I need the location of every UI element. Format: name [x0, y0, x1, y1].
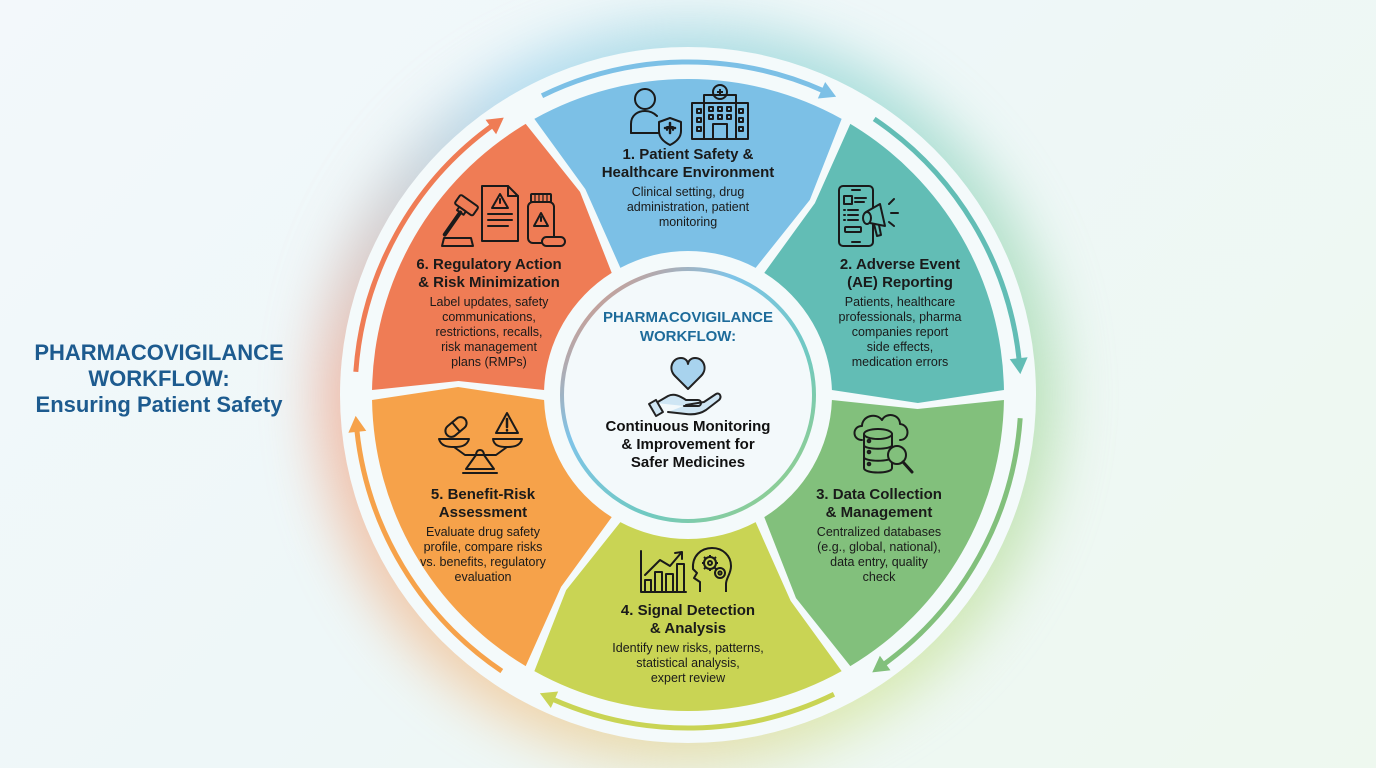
segment-step-2: [764, 123, 1004, 403]
step-title: 2. Adverse Event: [839, 256, 961, 273]
center-label: PHARMACOVIGILANCE WORKFLOW: Continuous M…: [578, 308, 798, 472]
desc-line: administration, patient: [626, 200, 750, 214]
step-title: 6. Regulatory Action: [416, 256, 562, 273]
page-title-line1: PHARMACOVIGILANCE: [34, 340, 284, 365]
desc-line: Evaluate drug safety: [426, 525, 540, 539]
cloud-database-search-icon: [853, 414, 914, 474]
step-description: Patients, healthcare professionals, phar…: [818, 295, 982, 370]
step-description: Label updates, safety communications, re…: [402, 295, 576, 370]
step-5-benefit-risk: 5. Benefit-Risk Assessment Evaluate drug…: [400, 486, 566, 585]
desc-line: communications,: [442, 310, 536, 324]
step-3-data-collection: 3. Data Collection & Management Centrali…: [796, 486, 962, 585]
cycle-arrow-2: [872, 116, 1022, 361]
page-title-line2: WORKFLOW:: [88, 366, 230, 391]
step-6-regulatory-action: 6. Regulatory Action & Risk Minimization…: [402, 256, 576, 370]
segments: [372, 79, 1004, 711]
page-title-line3: Ensuring Patient Safety: [35, 392, 283, 417]
cycle-arrow-3: [882, 418, 1023, 667]
step-title: & Risk Minimization: [418, 274, 560, 291]
step-1-patient-safety: 1. Patient Safety & Healthcare Environme…: [588, 146, 788, 230]
cycle-arrow-4: [551, 692, 836, 731]
arrowhead-icon: [1009, 357, 1028, 375]
desc-line: vs. benefits, regulatory: [420, 555, 546, 569]
step-title: Healthcare Environment: [601, 164, 775, 181]
segment-step-3: [764, 399, 1004, 667]
smartphone-megaphone-icon: [838, 185, 899, 247]
desc-line: (e.g., global, national),: [817, 540, 941, 554]
cycle-arrow-1: [540, 59, 825, 98]
center-subtitle-line3: Safer Medicines: [630, 454, 746, 471]
cycle-arrows: [348, 59, 1028, 731]
arrowhead-icon: [348, 415, 367, 433]
balance-scale-pill-warning-icon: [438, 412, 523, 474]
page-title: PHARMACOVIGILANCE WORKFLOW: Ensuring Pat…: [10, 340, 308, 418]
desc-line: plans (RMPs): [451, 355, 527, 369]
step-description: Centralized databases (e.g., global, nat…: [796, 525, 962, 585]
desc-line: profile, compare risks: [423, 540, 543, 554]
step-description: Clinical setting, drug administration, p…: [588, 185, 788, 230]
center-subtitle-line2: & Improvement for: [621, 436, 755, 453]
desc-line: data entry, quality: [830, 555, 928, 569]
arrowhead-icon: [817, 82, 837, 99]
gavel-document-bottle-icon: [441, 185, 566, 247]
center-title-line2: WORKFLOW:: [639, 328, 737, 345]
step-title: & Management: [825, 504, 933, 521]
desc-line: Centralized databases: [816, 525, 942, 539]
step-title: (AE) Reporting: [847, 274, 953, 291]
step-title: 1. Patient Safety &: [622, 146, 754, 163]
desc-line: monitoring: [658, 215, 718, 229]
desc-line: restrictions, recalls,: [435, 325, 543, 339]
desc-line: side effects,: [866, 340, 934, 354]
desc-line: risk management: [441, 340, 537, 354]
step-4-signal-detection: 4. Signal Detection & Analysis Identify …: [588, 602, 788, 686]
desc-line: evaluation: [454, 570, 512, 584]
step-title: Assessment: [438, 504, 528, 521]
step-title: 3. Data Collection: [816, 486, 942, 503]
desc-line: Patients, healthcare: [844, 295, 956, 309]
head-gears-icon: [691, 547, 732, 592]
person-shield-icon: [630, 88, 682, 146]
step-description: Evaluate drug safety profile, compare ri…: [400, 525, 566, 585]
center-ring: [560, 267, 816, 523]
hospital-icon: [691, 84, 749, 140]
desc-line: companies report: [851, 325, 949, 339]
segment-step-1: [534, 79, 842, 268]
arrowhead-icon: [485, 117, 504, 135]
desc-line: Clinical setting, drug: [631, 185, 745, 199]
step-description: Identify new risks, patterns, statistica…: [588, 641, 788, 686]
bar-chart-trend-icon: [640, 550, 687, 593]
heart-in-hand-icon: [648, 357, 722, 418]
segment-step-4: [534, 522, 842, 711]
segment-step-5: [372, 387, 612, 667]
center-icon-space: [578, 346, 798, 418]
desc-line: statistical analysis,: [636, 656, 740, 670]
desc-line: medication errors: [851, 355, 949, 369]
cycle-arrow-5: [354, 429, 504, 674]
desc-line: expert review: [650, 671, 726, 685]
desc-line: check: [862, 570, 896, 584]
arrowhead-icon: [872, 655, 891, 673]
desc-line: Label updates, safety: [429, 295, 549, 309]
step-2-ae-reporting: 2. Adverse Event (AE) Reporting Patients…: [818, 256, 982, 370]
center-subtitle-line1: Continuous Monitoring: [605, 418, 771, 435]
cycle-arrow-6: [353, 123, 494, 372]
step-title: 5. Benefit-Risk: [430, 486, 536, 503]
arrowhead-icon: [539, 691, 559, 708]
step-title: & Analysis: [649, 620, 727, 637]
desc-line: Identify new risks, patterns,: [612, 641, 764, 655]
step-title: 4. Signal Detection: [620, 602, 756, 619]
segment-step-6: [372, 123, 612, 391]
desc-line: professionals, pharma: [838, 310, 962, 324]
center-title-line1: PHARMACOVIGILANCE: [602, 309, 773, 326]
